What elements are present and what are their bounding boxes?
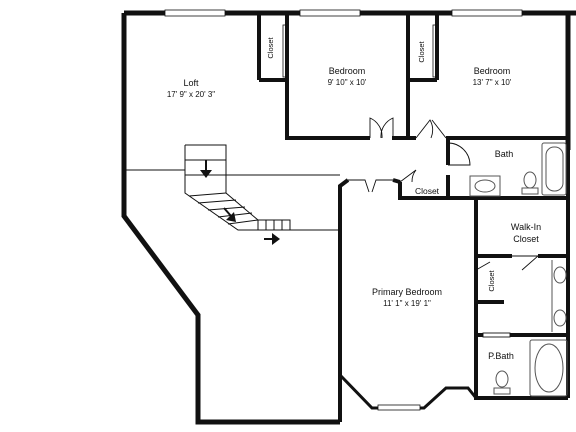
primary-bedroom-name: Primary Bedroom — [372, 287, 442, 297]
stair-arrow-icon — [200, 160, 280, 245]
walk-in-closet-name-1: Walk-In — [511, 222, 541, 232]
sink-icon — [469, 175, 567, 332]
p-bath-name: P.Bath — [488, 351, 514, 361]
bedroom-2-dims: 13' 7" x 10' — [473, 78, 512, 87]
loft-name: Loft — [183, 78, 199, 88]
loft-dims: 17' 9" x 20' 3" — [167, 90, 215, 99]
primary-bedroom-label: Primary Bedroom 11' 1" x 19' 1" — [372, 287, 442, 308]
bedroom-2-label: Bedroom 13' 7" x 10' — [473, 66, 512, 87]
walk-in-closet-label: Walk-In Closet — [511, 222, 541, 244]
exterior-windows — [164, 9, 523, 17]
loft-label: Loft 17' 9" x 20' 3" — [167, 78, 215, 99]
bedroom-2-name: Bedroom — [474, 66, 511, 76]
toilet-icon — [493, 171, 539, 395]
bedroom-2-closet-label: Closet — [417, 40, 426, 62]
interior-walls — [257, 15, 570, 422]
bath-name: Bath — [495, 149, 514, 159]
bay-window — [377, 404, 421, 411]
closet-doors — [282, 24, 438, 78]
primary-closet-label: Closet — [487, 269, 496, 291]
bedroom-1-label: Bedroom 9' 10" x 10' — [328, 66, 367, 87]
hall-closet-label: Closet — [415, 186, 440, 196]
bedroom-1-dims: 9' 10" x 10' — [328, 78, 367, 87]
bedroom-1-closet-label: Closet — [266, 36, 275, 58]
walk-in-closet-name-2: Closet — [513, 234, 539, 244]
door-swing-icon — [348, 117, 540, 338]
bedroom-1-name: Bedroom — [329, 66, 366, 76]
primary-bedroom-dims: 11' 1" x 19' 1" — [383, 299, 431, 308]
bathtub-icon — [529, 142, 568, 397]
